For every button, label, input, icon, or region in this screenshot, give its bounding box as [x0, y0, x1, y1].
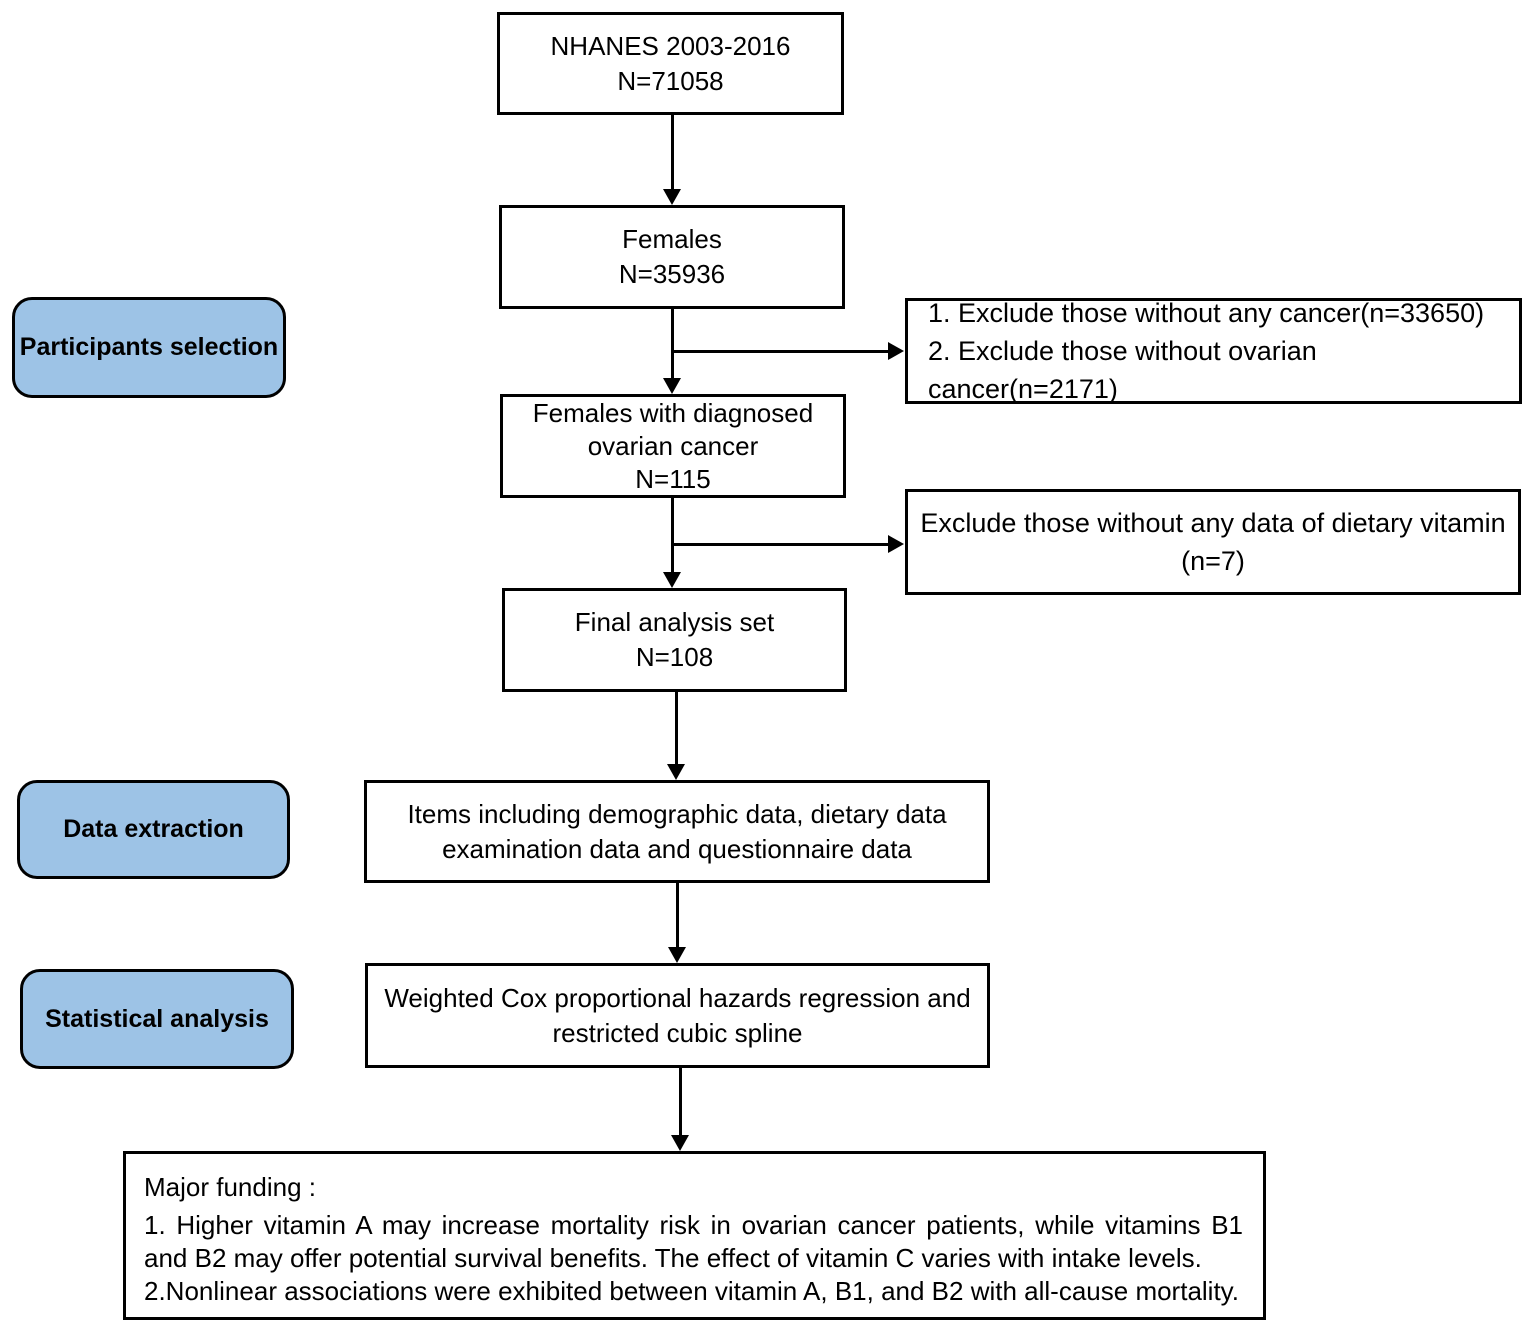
connector-line	[671, 115, 674, 191]
node-females-diagnosed-ovarian-cancer: Females with diagnosed ovarian cancer N=…	[500, 394, 846, 498]
findings-item1-line2: and B2 may offer potential survival bene…	[144, 1243, 1202, 1273]
node-line: Females with diagnosed	[532, 397, 814, 428]
node-line: Females	[622, 224, 722, 254]
node-exclude-cancer-criteria: 1. Exclude those without any cancer(n=33…	[905, 298, 1522, 404]
findings-item2: 2.Nonlinear associations were exhibited …	[144, 1276, 1239, 1306]
node-line: Weighted Cox proportional hazards regres…	[384, 982, 971, 1013]
node-females: Females N=35936	[499, 205, 845, 309]
node-line: N=108	[635, 642, 714, 672]
node-line: Exclude those without any data of dietar…	[920, 508, 1506, 538]
stage-label-text: Participants selection	[19, 333, 279, 361]
node-nhanes-population: NHANES 2003-2016 N=71058	[497, 12, 844, 115]
node-data-extraction-items: Items including demographic data, dietar…	[364, 780, 990, 883]
node-line: NHANES 2003-2016	[550, 30, 791, 61]
arrowhead-down-icon	[667, 764, 685, 780]
connector-line	[675, 692, 678, 766]
stage-label-participants-selection: Participants selection	[12, 297, 286, 398]
node-line: examination data and questionnaire data	[442, 833, 912, 864]
arrowhead-down-icon	[668, 947, 686, 963]
connector-branch-line	[673, 543, 889, 546]
arrowhead-down-icon	[663, 572, 681, 588]
node-line: Final analysis set	[574, 607, 775, 637]
node-line: restricted cubic spline	[552, 1017, 803, 1048]
node-line: 2. Exclude those without ovarian cancer(…	[928, 336, 1317, 404]
findings-heading: Major funding :	[144, 1172, 316, 1202]
node-line: 1. Exclude those without any cancer(n=33…	[928, 298, 1485, 328]
stage-label-data-extraction: Data extraction	[17, 780, 290, 879]
arrowhead-down-icon	[663, 189, 681, 205]
node-line: (n=7)	[1181, 546, 1245, 576]
findings-item1-line1: 1. Higher vitamin A may increase mortali…	[144, 1210, 1243, 1240]
arrowhead-right-icon	[888, 342, 904, 360]
node-statistical-methods: Weighted Cox proportional hazards regres…	[365, 963, 990, 1068]
arrowhead-down-icon	[663, 378, 681, 394]
connector-line	[671, 498, 674, 572]
connector-line	[679, 1068, 682, 1137]
stage-label-text: Statistical analysis	[45, 1004, 269, 1033]
node-major-findings: Major funding : 1. Higher vitamin A may …	[123, 1151, 1266, 1320]
node-line: N=115	[635, 463, 711, 494]
node-line: N=35936	[618, 259, 726, 289]
node-final-analysis-set: Final analysis set N=108	[502, 588, 847, 692]
stage-label-text: Data extraction	[63, 815, 244, 843]
connector-line	[671, 308, 674, 381]
node-line: Items including demographic data, dietar…	[407, 798, 947, 829]
arrowhead-down-icon	[671, 1135, 689, 1151]
node-line: ovarian cancer	[587, 430, 759, 461]
node-exclude-no-dietary-vitamin-data: Exclude those without any data of dietar…	[905, 489, 1521, 595]
connector-branch-line	[673, 350, 889, 353]
connector-line	[676, 883, 679, 949]
stage-label-statistical-analysis: Statistical analysis	[20, 969, 294, 1069]
node-line: N=71058	[617, 65, 724, 96]
arrowhead-right-icon	[888, 535, 904, 553]
